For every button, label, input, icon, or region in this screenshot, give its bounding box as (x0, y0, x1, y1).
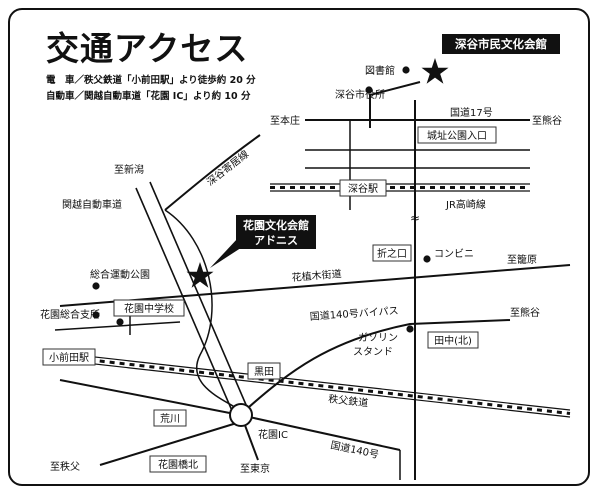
label-to-kumagaya-top: 至熊谷 (532, 114, 562, 127)
road-branch-office (54, 321, 181, 331)
label-box-castle-park (417, 126, 497, 144)
label-to-niigata: 至新潟 (114, 163, 144, 176)
rail-chichibu-ties (49, 354, 571, 415)
label-gas-line1: ガソリン (358, 332, 398, 344)
dot-icon-gas (406, 325, 414, 333)
label-kuroda: 黒田 (254, 366, 274, 378)
road-bypass140 (239, 319, 511, 416)
expressway-left (135, 187, 237, 421)
label-library: 図書館 (365, 64, 395, 77)
venue-label-line2: アドニス (254, 234, 298, 247)
label-to-harai: 至籠原 (507, 253, 537, 266)
venue-callout-bg (236, 215, 316, 249)
label-city-hall: 深谷市役所 (335, 88, 385, 101)
venue-label-line1: 花園文化会館 (243, 218, 309, 232)
label-route140: 国道140号 (329, 438, 380, 461)
label-to-chichibu: 至秩父 (50, 461, 80, 473)
hanazono-ic-circle (229, 403, 253, 427)
map-frame: 交通アクセス 深谷市民文化会館 電 車／秩父鉄道「小前田駅」より徒歩約 20 分… (8, 8, 590, 486)
dot-icon-branch (92, 311, 100, 319)
label-to-kumagaya-mid: 至熊谷 (510, 306, 540, 319)
label-box-arakawa (153, 409, 187, 427)
label-fukaya-yorii: 深谷寄居線 (204, 147, 251, 188)
road-city-hall (369, 81, 421, 128)
access-map: 交通アクセス 深谷市民文化会館 電 車／秩父鉄道「小前田駅」より徒歩約 20 分… (40, 29, 571, 480)
header-badge-bg (442, 34, 560, 54)
label-box-fukaya-sta (339, 179, 387, 197)
access-car-text: 自動車／関越自動車道「花園 IC」より約 10 分 (46, 90, 251, 102)
label-chichibu-rail: 秩父鉄道 (328, 392, 369, 409)
page-title: 交通アクセス (46, 29, 248, 68)
road-fukaya-yorii (164, 134, 261, 211)
label-bypass140: 国道140号バイパス (309, 304, 399, 323)
label-box-school (113, 299, 185, 317)
label-tanaka: 田中(北) (434, 334, 472, 347)
label-route17: 国道17号 (450, 106, 493, 119)
label-box-hanazono-bridge (149, 455, 207, 473)
label-box-tanaka (427, 331, 479, 349)
label-school: 花園中学校 (124, 302, 174, 315)
label-gas-line2: スタンド (353, 346, 393, 358)
label-arakawa: 荒川 (160, 413, 180, 425)
dot-icon-convenience (423, 255, 431, 263)
label-branch: 花園総合支所 (40, 308, 100, 321)
label-takasaki-line: JR高崎線 (445, 198, 486, 211)
label-obusada-sta: 小前田駅 (49, 351, 89, 364)
dot-icon-city-hall (365, 86, 373, 94)
label-castle-park: 城址公園入口 (427, 129, 487, 142)
header-badge: 深谷市民文化会館 (455, 37, 547, 51)
label-kanetsu: 関越自動車道 (62, 198, 122, 211)
label-hanazono-ic: 花園IC (258, 428, 288, 441)
label-hanazono-bridge: 花園橋北 (158, 458, 198, 471)
dot-icon-school (116, 318, 124, 326)
label-to-tokyo: 至東京 (240, 462, 270, 475)
rail-chichibu-top (49, 351, 571, 411)
rail-chichibu-bottom (49, 358, 571, 418)
star-icon-city-hall (421, 58, 449, 84)
label-orinokuchi: 折之口 (377, 247, 407, 260)
label-fukaya-sta: 深谷駅 (348, 183, 378, 195)
label-approx-break: ≈ (410, 211, 420, 225)
dot-icon-library (402, 66, 410, 74)
label-box-obusada-sta (42, 348, 96, 366)
access-train-text: 電 車／秩父鉄道「小前田駅」より徒歩約 20 分 (46, 74, 256, 86)
label-sports-park: 総合運動公園 (90, 268, 150, 281)
expressway-south (242, 419, 259, 461)
label-convenience: コンビニ (434, 248, 474, 260)
star-icon-venue[interactable] (186, 262, 214, 288)
road-to-chichibu (99, 421, 241, 466)
road-local-curve (164, 209, 237, 409)
label-box-orinokuchi (372, 244, 412, 262)
label-box-kuroda (247, 362, 281, 380)
label-hanazono-kaido: 花植木街道 (291, 267, 342, 284)
road-hanazono-kaido (59, 264, 571, 307)
dot-icon-sports-park (92, 282, 100, 290)
label-to-honjo: 至本庄 (270, 114, 300, 127)
